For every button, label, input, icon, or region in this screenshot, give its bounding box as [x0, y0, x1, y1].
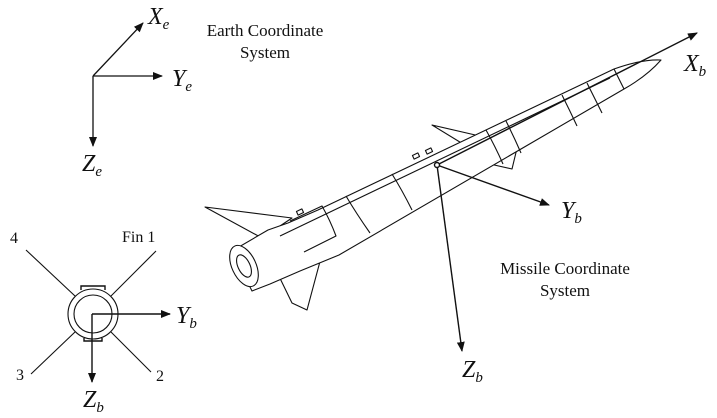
earth-y-label: Ye	[172, 66, 193, 95]
earth-frame	[89, 22, 163, 147]
missile-x-axis-arrow	[436, 32, 698, 166]
cross-section-z-label: Zb	[83, 387, 104, 416]
earth-x-label: Xe	[148, 4, 170, 33]
fin-3-label: 3	[16, 367, 24, 384]
missile-y-label: Yb	[561, 198, 582, 227]
missile-z-axis-arrow	[436, 164, 465, 352]
fin-3-line	[30, 331, 76, 375]
earth-x-axis-arrow	[92, 22, 144, 77]
fin-2-label: 2	[156, 368, 164, 385]
missile-z-label: Zb	[462, 357, 483, 386]
cross-section	[25, 249, 171, 383]
missile-tube	[231, 59, 662, 292]
missile-y-axis-arrow	[436, 164, 550, 206]
missile-body	[204, 59, 662, 311]
fin-4-label: 4	[10, 230, 18, 247]
missile-caption: Missile Coordinate System	[500, 259, 630, 300]
earth-caption: Earth Coordinate System	[206, 21, 324, 62]
missile-x-label: Xb	[684, 51, 707, 80]
fin-2-line	[110, 331, 152, 373]
fin-1-line	[110, 250, 157, 297]
fin-4-line	[25, 249, 76, 297]
fin-1-label: Fin 1	[122, 229, 156, 246]
cross-section-y-label: Yb	[176, 303, 197, 332]
missile-frame	[433, 32, 698, 352]
earth-z-label: Ze	[82, 151, 103, 180]
